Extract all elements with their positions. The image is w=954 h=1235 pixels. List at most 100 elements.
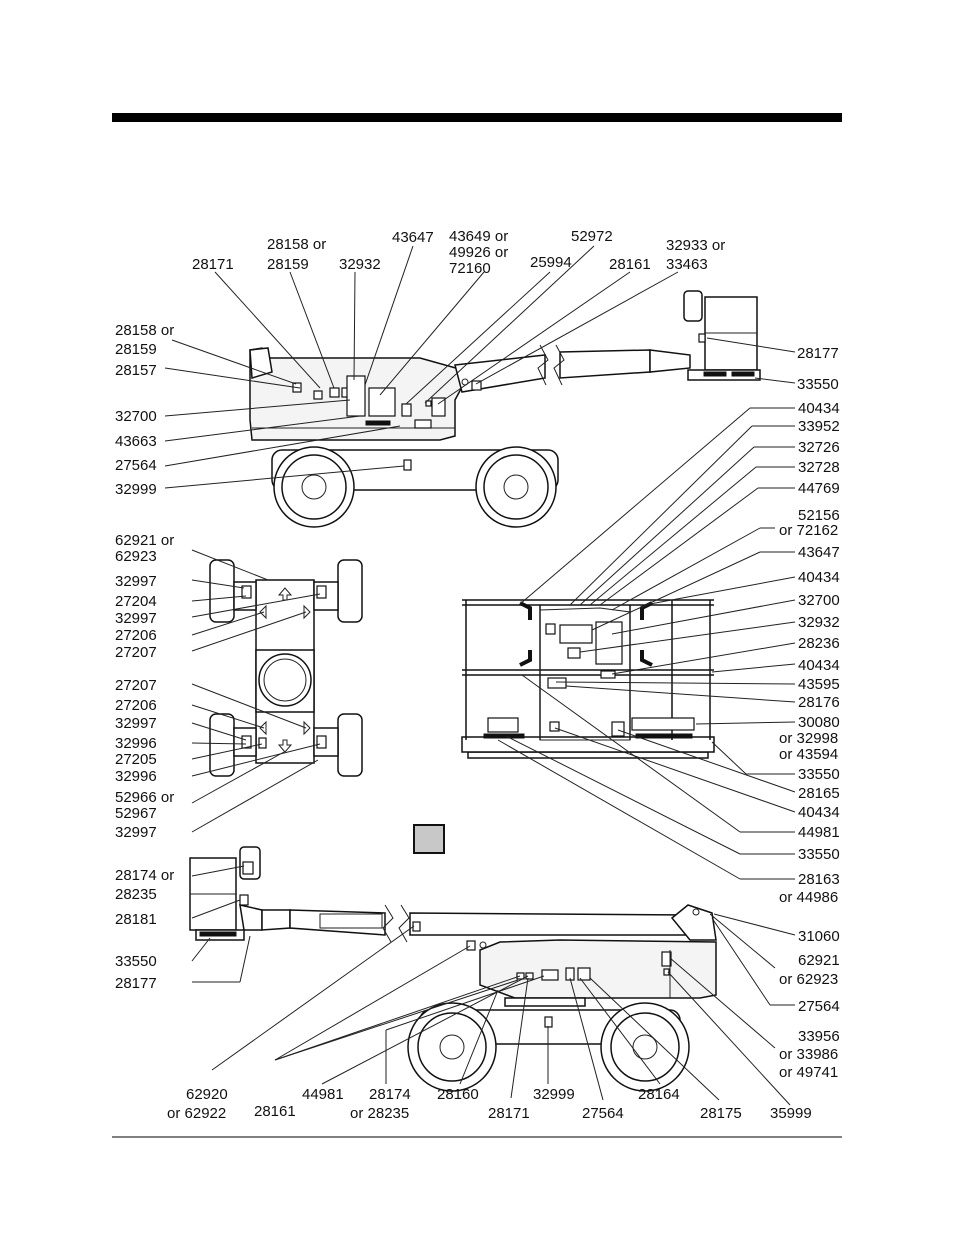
label: 28158 or [267,236,326,253]
label: 28181 [115,911,157,928]
label: 32726 [798,439,840,456]
label: 32700 [115,408,157,425]
label: 28165 [798,785,840,802]
label: 52966 or [115,789,174,806]
label: 52156 [798,507,840,524]
label: 27206 [115,627,157,644]
label: 44769 [798,480,840,497]
label: 32933 or [666,237,725,254]
label: 33952 [798,418,840,435]
leader-lines-chassis [191,549,321,833]
label: 32997 [115,610,157,627]
label: 72160 [449,260,491,277]
label: 32932 [798,614,840,631]
label: 28177 [797,345,839,362]
label: 28163 [798,871,840,888]
labels-chassis-view: 62921 or 62923 32997 27204 32997 27206 2… [115,532,174,841]
label: 43647 [798,544,840,561]
label: 32700 [798,592,840,609]
label: 44981 [302,1086,344,1103]
label: 32997 [115,824,157,841]
label: 33550 [797,376,839,393]
label: 27204 [115,593,157,610]
label: 33463 [666,256,708,273]
leader-lines-bottom [191,865,796,1106]
label: 43649 or [449,228,508,245]
label: 43663 [115,433,157,450]
label: 52967 [115,805,157,822]
label: 27207 [115,644,157,661]
label: 28175 [700,1105,742,1122]
label: 28174 or [115,867,174,884]
label: 28171 [488,1105,530,1122]
label: 40434 [798,804,840,821]
label: 32996 [115,768,157,785]
label: 40434 [798,569,840,586]
label: 32997 [115,573,157,590]
label: 33550 [798,766,840,783]
label: 25994 [530,254,572,271]
label: or 62922 [167,1105,226,1122]
labels-platform-view: 40434 33952 32726 32728 44769 52156 or 7… [779,400,840,906]
label: 27205 [115,751,157,768]
label: or 49741 [779,1064,838,1081]
platform-view [461,599,715,759]
label: 28161 [609,256,651,273]
label: 33550 [115,953,157,970]
leader-lines-top [164,245,796,489]
label: 28158 or [115,322,174,339]
label: 43595 [798,676,840,693]
label: 27206 [115,697,157,714]
label: 52972 [571,228,613,245]
label: 28236 [798,635,840,652]
label: 62921 or [115,532,174,549]
label: 28177 [115,975,157,992]
label: or 33986 [779,1046,838,1063]
top-rule [112,113,842,122]
leader-lines-platform [497,407,796,880]
highlight-swatch [413,824,445,854]
label: or 62923 [779,971,838,988]
label: 27564 [798,998,840,1015]
label: 28159 [267,256,309,273]
label: or 44986 [779,889,838,906]
label: 62923 [115,548,157,565]
label: 28159 [115,341,157,358]
label: 44981 [798,824,840,841]
label: 28161 [254,1103,296,1120]
label: 33956 [798,1028,840,1045]
label: 27564 [115,457,157,474]
label: 32999 [115,481,157,498]
label: or 28235 [350,1105,409,1122]
label: or 32998 [779,730,838,747]
machine-side-view-top [249,290,761,528]
label: 32932 [339,256,381,273]
label: 28235 [115,886,157,903]
label: 43647 [392,229,434,246]
label: 40434 [798,657,840,674]
label: 40434 [798,400,840,417]
label: 32999 [533,1086,575,1103]
labels-bottom-view: 28174 or 28235 28181 33550 28177 31060 6… [115,867,840,1122]
label: 62921 [798,952,840,969]
chassis-top-down-view [209,559,363,777]
label: 28164 [638,1086,680,1103]
label: 62920 [186,1086,228,1103]
label: 33550 [798,846,840,863]
label: 28174 [369,1086,411,1103]
label: 28176 [798,694,840,711]
label: 31060 [798,928,840,945]
label: 28160 [437,1086,479,1103]
label: 49926 or [449,244,508,261]
label: 32728 [798,459,840,476]
label: 32997 [115,715,157,732]
label: 28157 [115,362,157,379]
label: or 72162 [779,522,838,539]
label: 28171 [192,256,234,273]
label: or 43594 [779,746,838,763]
label: 30080 [798,714,840,731]
labels-top-view: 28171 28158 or 28159 43647 32932 43649 o… [115,228,839,498]
label: 35999 [770,1105,812,1122]
label: 27207 [115,677,157,694]
